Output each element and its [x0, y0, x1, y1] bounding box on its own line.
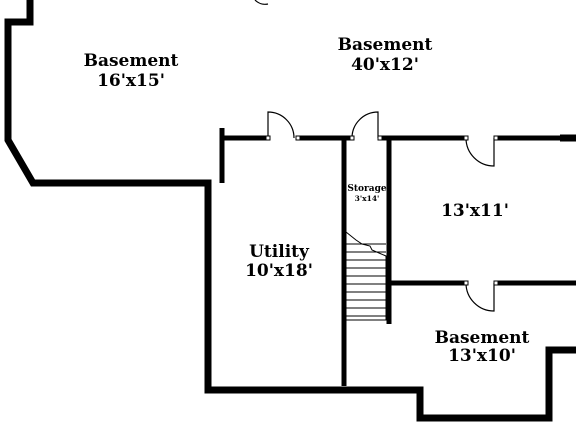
door-utility — [265, 111, 301, 141]
room-13x11-dims: 13'x11' — [441, 201, 509, 221]
room-basement-a-dims: 16'x15' — [97, 71, 165, 91]
door-top-partial — [254, 0, 269, 5]
door-room-13x11 — [463, 135, 499, 167]
room-storage-dims: 3'x14' — [355, 194, 380, 203]
door-storage — [349, 111, 383, 141]
room-basement-c-name: Basement — [435, 328, 530, 348]
door-basement-13x10 — [463, 280, 499, 312]
room-basement-a-name: Basement — [84, 51, 179, 71]
room-storage-name: Storage — [347, 184, 387, 194]
room-basement-b-name: Basement — [338, 35, 433, 55]
interior-wall-top — [219, 128, 576, 183]
room-utility-dims: 10'x18' — [245, 261, 313, 281]
room-basement-b-dims: 40'x12' — [351, 55, 419, 75]
exterior-wall-left — [4, 0, 576, 422]
room-basement-c-dims: 13'x10' — [448, 346, 516, 366]
stairs — [345, 231, 387, 321]
room-utility-name: Utility — [249, 242, 310, 262]
